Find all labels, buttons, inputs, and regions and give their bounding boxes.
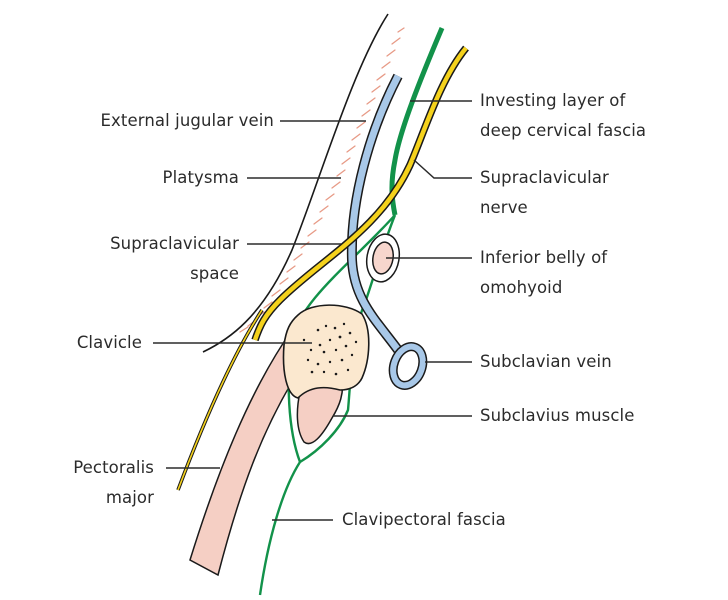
label-inferior-belly-omohyoid: Inferior belly of omohyoid [480, 243, 607, 303]
label-line: Subclavian vein [480, 352, 612, 371]
label-line: Platysma [162, 168, 239, 187]
leader-supraclavicular-nerve [413, 159, 472, 179]
label-line: Investing layer of [480, 91, 626, 110]
vein-fill [348, 74, 402, 353]
skin-outline [202, 13, 389, 353]
label-supraclavicular-space: Supraclavicular space [110, 229, 239, 289]
label-pectoralis-major: Pectoralis major [73, 453, 154, 513]
label-line: Supraclavicular [110, 234, 239, 253]
label-external-jugular-vein: External jugular vein [101, 106, 274, 136]
label-line: Subclavius muscle [480, 406, 635, 425]
label-clavipectoral-fascia: Clavipectoral fascia [342, 505, 506, 535]
label-supraclavicular-nerve: Supraclavicular nerve [480, 163, 609, 223]
leader-lines [153, 100, 472, 521]
label-line: omohyoid [480, 278, 563, 297]
label-line: Pectoralis [73, 458, 154, 477]
label-platysma: Platysma [163, 163, 239, 193]
label-line: Inferior belly of [480, 248, 608, 267]
label-line: Clavicle [76, 333, 142, 352]
subclavian-vein-fill [390, 343, 426, 389]
clavicle-bone [282, 304, 370, 399]
pectoralis-major-muscle [189, 328, 299, 577]
subclavius-muscle-shape [296, 379, 344, 445]
platysma-fibers [239, 27, 405, 333]
nerve-fill-lower [177, 309, 263, 491]
label-subclavius-muscle: Subclavius muscle [480, 401, 634, 431]
label-line: space [190, 264, 239, 283]
label-subclavian-vein: Subclavian vein [480, 347, 612, 377]
label-investing-layer: Investing layer of deep cervical fascia [480, 86, 646, 146]
clavicle-marrow-dots [302, 322, 358, 376]
label-line: External jugular vein [100, 111, 274, 130]
label-line: deep cervical fascia [480, 121, 647, 140]
label-line: Clavipectoral fascia [342, 510, 506, 529]
label-clavicle: Clavicle [77, 328, 142, 358]
label-line: nerve [480, 198, 528, 217]
nerve-fill [252, 46, 468, 341]
label-line: major [105, 488, 154, 507]
label-line: Supraclavicular [480, 168, 609, 187]
omohyoid-belly [372, 241, 394, 275]
